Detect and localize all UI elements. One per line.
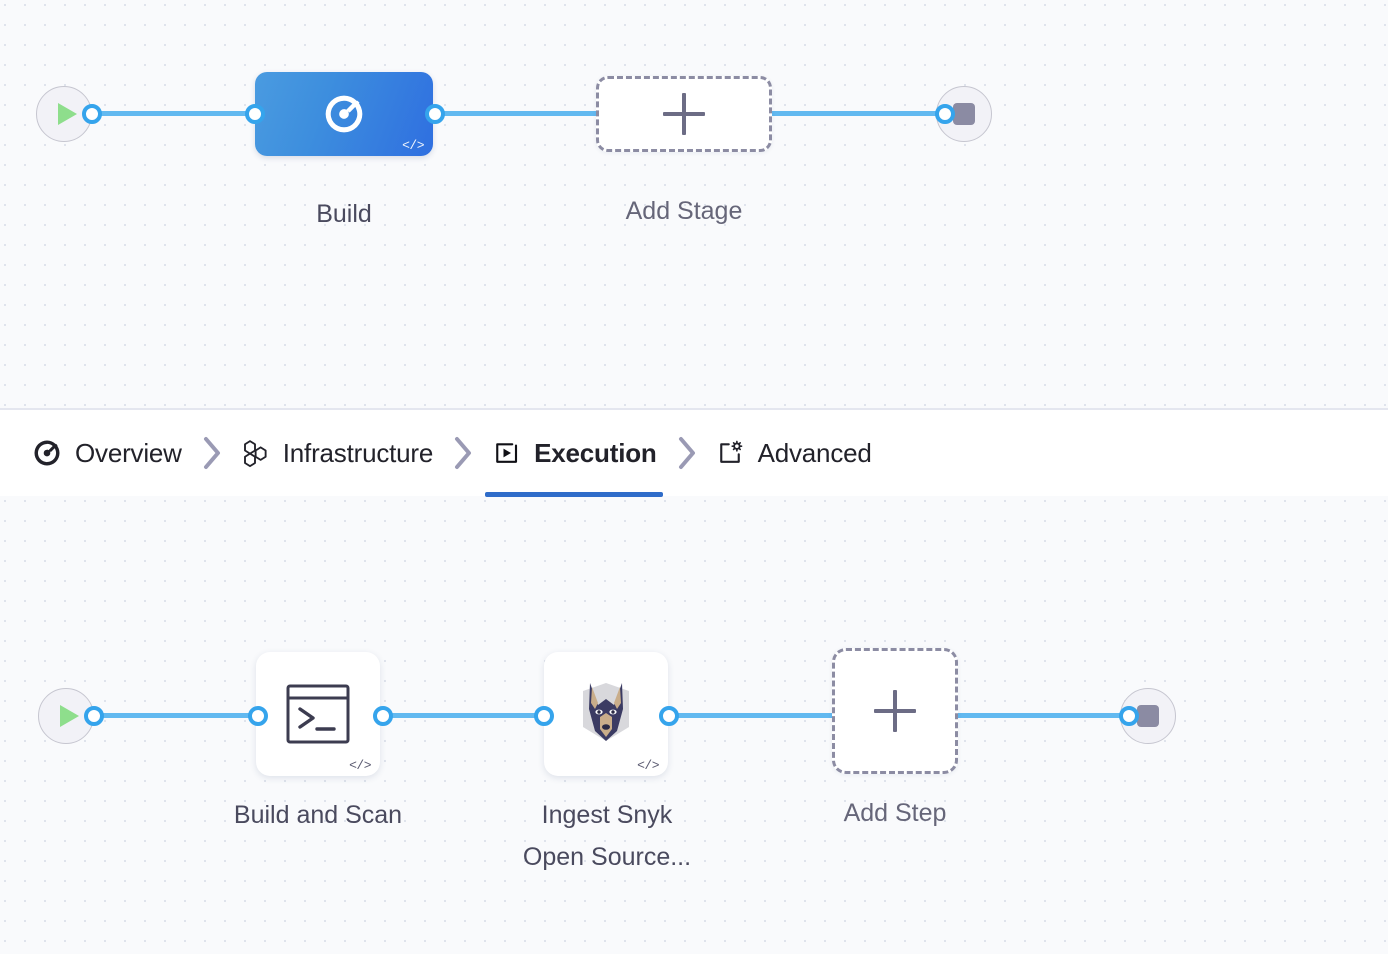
chevron-right-icon xyxy=(203,437,220,469)
settings-card-icon xyxy=(719,440,742,463)
step-node-label-ingest-snyk: Ingest Snyk Open Source... xyxy=(522,801,692,871)
build-and-scan-output-port[interactable] xyxy=(373,706,393,726)
code-badge-icon: </> xyxy=(349,758,371,773)
tab-label-execution: Execution xyxy=(534,437,657,468)
edge-build-and-scan-to-snyk xyxy=(380,713,550,718)
ingest-snyk-output-port[interactable] xyxy=(659,706,679,726)
add-step-label: Add Step xyxy=(843,799,947,827)
code-badge-icon: </> xyxy=(637,758,659,773)
snyk-dog-icon xyxy=(583,683,629,741)
stop-icon xyxy=(953,103,975,125)
play-icon xyxy=(59,705,79,727)
step-node-build-and-scan-body[interactable]: </> xyxy=(256,652,380,776)
edge-add-stage-to-end xyxy=(768,111,946,116)
add-step-button[interactable] xyxy=(832,648,958,774)
stage-graph-canvas[interactable]: </> Build Add Stage xyxy=(0,0,1388,408)
chevron-right-icon xyxy=(455,437,472,469)
plus-icon xyxy=(663,93,705,135)
hexagons-icon xyxy=(243,440,267,468)
add-stage-label: Add Stage xyxy=(625,197,743,225)
ci-build-icon xyxy=(325,95,363,133)
build-stage-output-port[interactable] xyxy=(425,104,445,124)
step-graph-canvas[interactable]: </> Build and Scan </> Ingest Snyk Open … xyxy=(0,496,1388,954)
chevron-right-icon xyxy=(678,437,695,469)
ci-build-icon xyxy=(34,440,60,466)
step-start-output-port[interactable] xyxy=(84,706,104,726)
tab-infrastructure[interactable]: Infrastructure xyxy=(238,409,435,497)
tab-label-infrastructure: Infrastructure xyxy=(282,437,434,468)
tab-overview[interactable]: Overview xyxy=(30,409,184,497)
tab-separator-3 xyxy=(659,436,713,470)
tab-execution[interactable]: Execution xyxy=(485,409,664,497)
tab-label-overview: Overview xyxy=(75,437,182,468)
step-start-node[interactable] xyxy=(38,688,94,744)
ingest-snyk-input-port[interactable] xyxy=(534,706,554,726)
stop-icon xyxy=(1137,705,1159,727)
tab-advanced[interactable]: Advanced xyxy=(713,409,874,497)
step-end-input-port[interactable] xyxy=(1119,706,1139,726)
tab-label-advanced: Advanced xyxy=(757,437,872,468)
edge-add-step-to-end xyxy=(952,713,1130,718)
edge-start-to-build-and-scan xyxy=(94,713,264,718)
plus-icon xyxy=(874,690,916,732)
tab-separator-1 xyxy=(184,436,238,470)
build-stage-input-port[interactable] xyxy=(245,104,265,124)
tab-separator-2 xyxy=(435,436,489,470)
edge-build-to-add-stage xyxy=(430,111,600,116)
end-input-port[interactable] xyxy=(935,104,955,124)
add-stage-button[interactable] xyxy=(596,76,772,152)
step-config-tabbar: Overview Infrastructure xyxy=(0,408,1388,497)
play-box-icon xyxy=(496,443,518,463)
play-icon xyxy=(57,103,77,125)
stage-node-build[interactable]: </> xyxy=(255,72,433,156)
build-and-scan-input-port[interactable] xyxy=(248,706,268,726)
code-badge-icon: </> xyxy=(402,138,424,153)
edge-snyk-to-add-step xyxy=(666,713,842,718)
stage-node-label-build: Build xyxy=(316,200,372,228)
step-node-label-build-and-scan: Build and Scan xyxy=(233,801,403,829)
start-output-port[interactable] xyxy=(82,104,102,124)
edge-start-to-build xyxy=(92,111,262,116)
terminal-icon xyxy=(286,684,350,744)
step-node-ingest-snyk[interactable]: </> xyxy=(544,652,668,776)
